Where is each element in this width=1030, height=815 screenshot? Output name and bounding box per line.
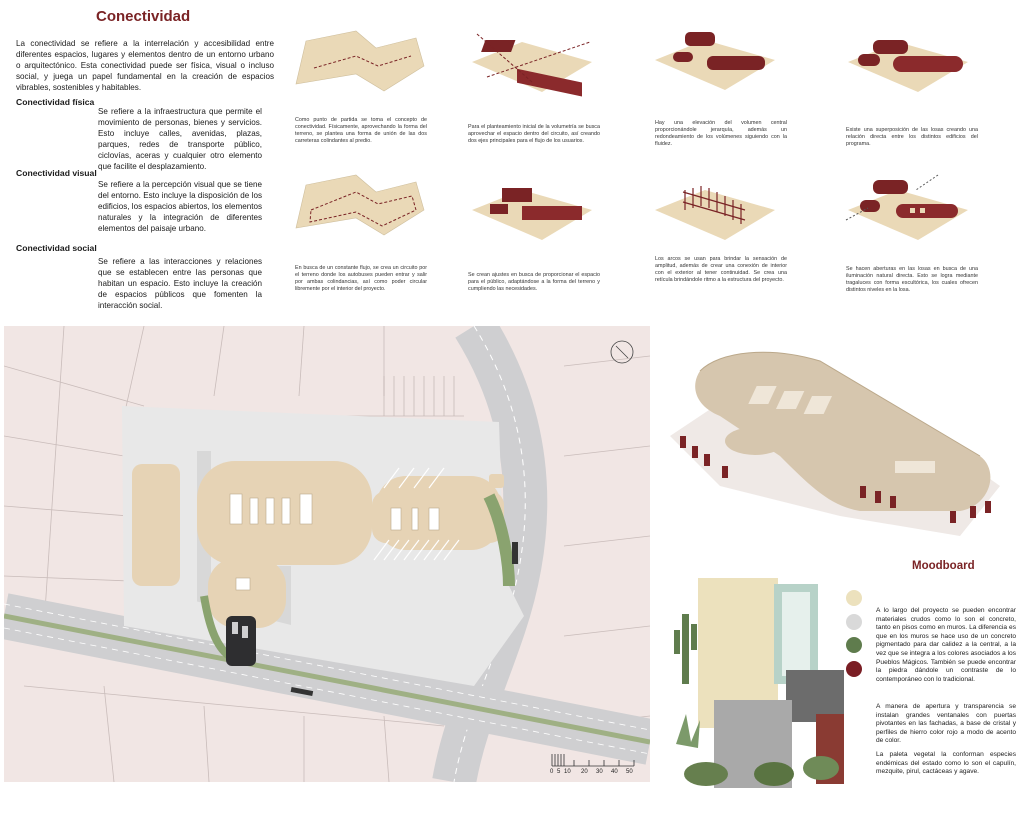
structure-grid-diagram-icon bbox=[655, 186, 775, 240]
concept-caption-8: Se hacen aberturas en las losas en busca… bbox=[846, 266, 978, 293]
moodboard-title: Moodboard bbox=[912, 560, 975, 572]
terrain-axis-diagram-icon bbox=[295, 30, 425, 92]
text-visual: Se refiere a la percepción visual que se… bbox=[98, 180, 262, 233]
site-plan bbox=[4, 326, 650, 782]
heading-physical: Conectividad física bbox=[16, 97, 95, 107]
concept-caption-7: Los arcos se usan para brindar la sensac… bbox=[655, 256, 787, 283]
concept-caption-2: Para el planteamiento inicial de la volu… bbox=[468, 124, 600, 144]
concept-caption-4: Existe una superposición de las losas cr… bbox=[846, 127, 978, 147]
swatch-green bbox=[846, 637, 862, 653]
volume-axes-diagram-icon bbox=[472, 33, 592, 97]
scale-bar bbox=[551, 754, 635, 767]
volume-adjust-diagram-icon bbox=[472, 188, 592, 240]
page-title: Conectividad bbox=[96, 8, 191, 25]
moodboard-paragraph-3: La paleta vegetal la conforman especies … bbox=[876, 751, 1016, 776]
scale-label-30: 30 bbox=[596, 769, 603, 775]
skylight-diagram-icon bbox=[845, 174, 968, 240]
scale-label-40: 40 bbox=[611, 769, 618, 775]
concept-caption-3: Hay una elevación del volumen central pr… bbox=[655, 120, 787, 147]
moodboard-paragraph-2: A manera de apertura y transparencia se … bbox=[876, 703, 1016, 745]
slab-overlap-diagram-icon bbox=[848, 40, 968, 92]
concept-caption-1: Como punto de partida se toma el concept… bbox=[295, 117, 427, 144]
moodboard-collage bbox=[674, 578, 844, 788]
scale-label-5: 5 bbox=[557, 769, 561, 775]
concept-caption-6: Se crean ajustes en busca de proporciona… bbox=[468, 272, 600, 292]
heading-social: Conectividad social bbox=[16, 243, 97, 253]
concept-caption-5: En busca de un constante flujo, se crea … bbox=[295, 265, 427, 292]
swatch-red bbox=[846, 661, 862, 677]
intro-paragraph: La conectividad se refiere a la interrel… bbox=[16, 39, 274, 92]
scale-label-20: 20 bbox=[581, 769, 588, 775]
heading-visual: Conectividad visual bbox=[16, 168, 97, 178]
scale-label-50: 50 bbox=[626, 769, 633, 775]
moodboard-paragraph-1: A lo largo del proyecto se pueden encont… bbox=[876, 607, 1017, 683]
scale-label-10: 10 bbox=[564, 769, 571, 775]
volume-elevation-diagram-icon bbox=[655, 32, 775, 90]
text-physical: Se refiere a la infraestructura que perm… bbox=[98, 107, 262, 171]
text-social: Se refiere a las interacciones y relacio… bbox=[98, 257, 262, 310]
scale-label-0: 0 bbox=[550, 769, 554, 775]
swatch-grey bbox=[846, 614, 862, 630]
axonometric-render bbox=[670, 351, 1000, 536]
bus-circuit-diagram-icon bbox=[295, 174, 425, 236]
swatch-sand bbox=[846, 590, 862, 606]
